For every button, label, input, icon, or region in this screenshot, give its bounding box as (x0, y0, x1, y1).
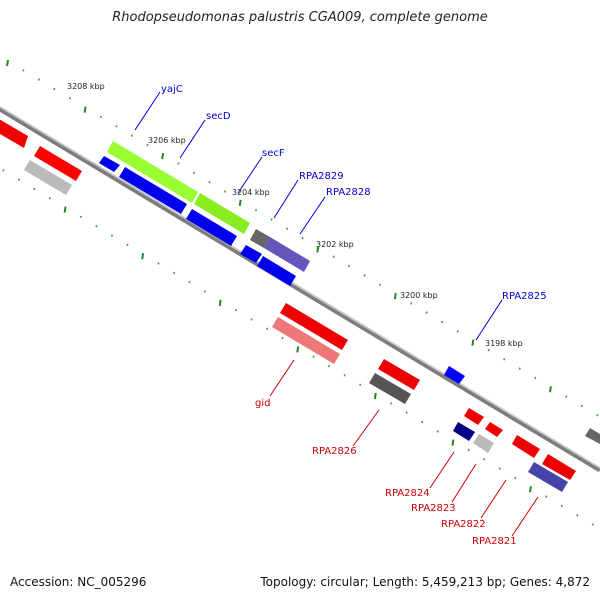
major-tick (161, 153, 165, 160)
genome-backbone-highlight (0, 106, 600, 469)
gene-label[interactable]: RPA2821 (472, 536, 517, 547)
gene-label[interactable]: RPA2829 (299, 171, 344, 182)
genome-backbone (0, 106, 600, 473)
major-tick (83, 106, 87, 113)
major-tick (471, 339, 475, 346)
major-tick (316, 246, 320, 253)
scale-label: 3200 kbp (400, 291, 438, 300)
label-leaders-top (134, 91, 503, 341)
gene-labels-top: yajC secD secF RPA2829 RPA2828 RPA2825 (161, 84, 547, 302)
gene-arrow-rpa2822[interactable] (512, 435, 540, 458)
gene-arrow-rpa2826[interactable] (378, 359, 420, 390)
gene-arrow[interactable] (0, 115, 28, 148)
gene-arrow[interactable] (99, 156, 120, 172)
gene-arrow[interactable] (585, 428, 600, 444)
major-tick (528, 486, 532, 493)
gene-arrow[interactable] (453, 422, 475, 441)
gene-label[interactable]: RPA2826 (312, 446, 357, 457)
scale-label: 3202 kbp (316, 240, 354, 249)
major-tick (218, 299, 222, 306)
gene-arrow[interactable] (473, 434, 494, 453)
gene-labels-bottom: gid RPA2826 RPA2824 RPA2823 RPA2822 RPA2… (255, 398, 517, 547)
gene-arrow[interactable] (240, 245, 262, 263)
accession-text: Accession: NC_005296 (10, 575, 147, 589)
gene-label[interactable]: RPA2824 (385, 488, 430, 499)
gene-arrow-yajC[interactable] (107, 141, 133, 164)
gene-label[interactable]: RPA2825 (502, 291, 547, 302)
major-tick (451, 439, 455, 446)
gene-label[interactable]: RPA2823 (411, 503, 456, 514)
major-tick (548, 386, 552, 393)
scale-label: 3204 kbp (232, 188, 270, 197)
forward-genes (0, 115, 465, 384)
gene-arrow[interactable] (528, 462, 568, 492)
major-tick (373, 392, 377, 400)
major-tick (296, 346, 300, 353)
gene-arrow-rpa2824[interactable] (464, 408, 484, 425)
gene-arrow-rpa2825[interactable] (444, 366, 465, 384)
gene-label[interactable]: RPA2828 (326, 187, 371, 198)
scale-label: 3206 kbp (148, 136, 186, 145)
gene-arrow-secF[interactable] (194, 193, 250, 234)
major-tick (141, 253, 145, 260)
scale-ticks (2, 59, 599, 526)
gene-arrow-gid[interactable] (280, 303, 348, 350)
scale-labels: 3208 kbp 3206 kbp 3204 kbp 3202 kbp 3200… (67, 82, 523, 348)
gene-arrow[interactable] (24, 160, 72, 195)
gene-label[interactable]: RPA2822 (441, 519, 486, 530)
gene-label[interactable]: yajC (161, 84, 183, 95)
major-tick (393, 292, 397, 300)
gene-arrow-rpa2829-b[interactable] (264, 237, 310, 272)
gene-label[interactable]: secF (262, 148, 285, 159)
gene-arrow-secD[interactable] (127, 153, 198, 203)
major-tick (238, 199, 242, 206)
genome-summary-text: Topology: circular; Length: 5,459,213 bp… (260, 575, 590, 589)
gene-arrow-rpa2823[interactable] (485, 422, 503, 437)
gene-arrow-rpa2826-b[interactable] (369, 373, 411, 404)
scale-label: 3198 kbp (485, 339, 523, 348)
gene-arrow-rpa2821[interactable] (542, 454, 576, 480)
label-leaders-bottom (269, 359, 539, 537)
reverse-genes (99, 156, 600, 492)
major-tick (63, 206, 67, 213)
gene-arrow[interactable] (186, 209, 237, 246)
scale-label: 3208 kbp (67, 82, 105, 91)
gene-arrow-gid-b[interactable] (272, 317, 340, 364)
gene-arrow-rpa2829[interactable] (250, 229, 270, 248)
major-tick (6, 59, 9, 67)
map-title: Rhodopseudomonas palustris CGA009, compl… (112, 10, 488, 25)
gene-label[interactable]: gid (255, 398, 270, 409)
gene-label[interactable]: secD (206, 111, 231, 122)
gene-arrow[interactable] (257, 256, 296, 286)
gene-arrow[interactable] (119, 167, 187, 214)
gene-arrow[interactable] (34, 146, 82, 181)
inner-genes (24, 146, 576, 480)
